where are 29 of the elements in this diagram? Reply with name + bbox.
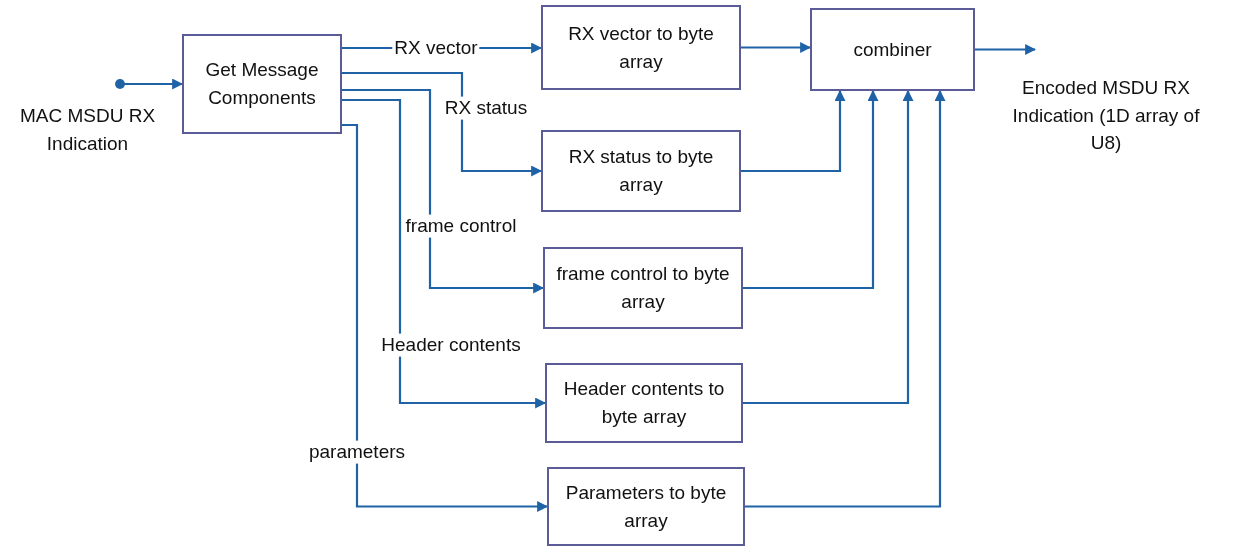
arrow <box>741 42 812 53</box>
box-label: Get Message Components <box>204 58 320 110</box>
arrow <box>342 88 545 294</box>
signal-label: Encoded MSDU RX Indication (1D array of U8) <box>1011 76 1201 156</box>
process-box <box>543 247 743 329</box>
box-label: RX vector to byte array <box>567 21 715 74</box>
process-box <box>182 34 342 134</box>
box-label: combiner <box>852 37 933 62</box>
process-box <box>541 5 741 90</box>
signal-label: MAC MSDU RX Indication <box>18 104 157 156</box>
arrow <box>975 44 1037 55</box>
arrow <box>342 71 543 177</box>
edge-label: Header contents <box>379 333 523 357</box>
arrow <box>342 98 547 409</box>
arrow <box>115 78 184 90</box>
box-label: frame control to byte array <box>555 262 731 314</box>
arrow <box>743 89 914 405</box>
arrow <box>741 89 846 173</box>
box-label: RX status to byte array <box>567 145 715 197</box>
box-label: Header contents to byte array <box>562 377 726 429</box>
edge-label: frame control <box>403 214 519 238</box>
process-box <box>541 130 741 212</box>
box-label: Parameters to byte array <box>564 480 728 533</box>
process-box <box>545 363 743 443</box>
arrow <box>743 89 879 290</box>
arrow <box>342 123 549 512</box>
arrow <box>745 89 946 508</box>
process-box <box>810 8 975 91</box>
process-box <box>547 467 745 546</box>
